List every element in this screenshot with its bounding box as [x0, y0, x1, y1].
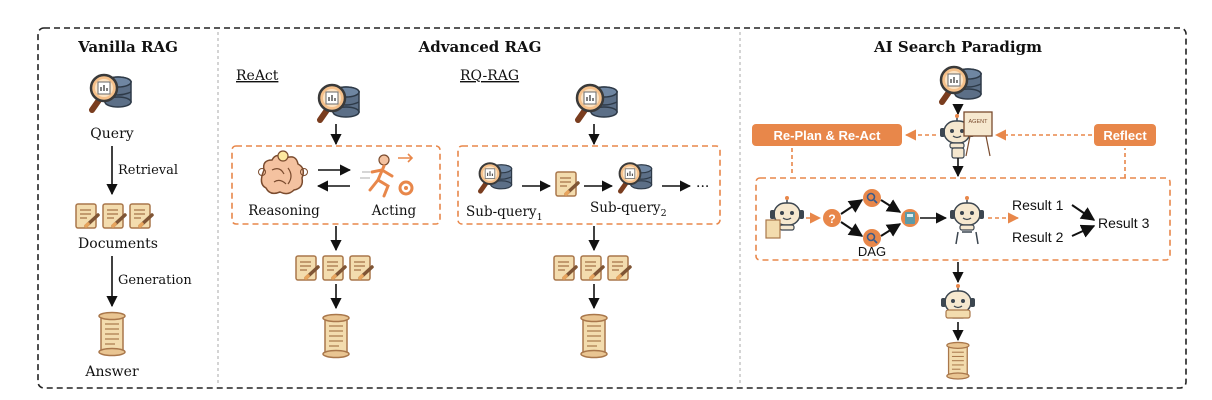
search-database-icon	[480, 163, 512, 191]
ai-search-panel: AI Search Paradigm AGENT Re-Plan & Re-Ac…	[752, 38, 1171, 380]
agent-board	[963, 111, 993, 137]
document-pencil-icon	[321, 254, 347, 282]
search-database-icon	[577, 85, 617, 120]
document-pencil-icon	[101, 202, 127, 230]
replan-pill	[752, 124, 902, 146]
result-2-arrow	[1071, 224, 1096, 238]
query-label: Query	[90, 126, 133, 142]
scroll-icon	[322, 313, 350, 359]
subquery-ellipsis: ···	[696, 179, 709, 195]
search-icon	[863, 229, 881, 247]
robot-icon	[949, 195, 985, 231]
result-1-label: Result 1	[1012, 197, 1064, 213]
documents-label: Documents	[78, 236, 158, 252]
agent-board-text: AGENT	[969, 119, 989, 125]
search-database-icon	[91, 75, 131, 110]
reflect-label: Reflect	[1103, 128, 1147, 143]
rqrag-loop-box	[457, 145, 721, 225]
generation-label: Generation	[118, 273, 192, 288]
dag-edge-1	[840, 199, 864, 215]
react-title: ReAct	[236, 68, 279, 84]
scroll-icon	[580, 313, 608, 359]
acting-label: Acting	[371, 203, 417, 219]
workflow-box	[755, 177, 1171, 261]
subquery-1-label: Sub-query1	[466, 204, 543, 223]
advanced-rag-panel: Advanced RAG ReAct Reasoning Acting	[231, 38, 721, 359]
search-database-icon	[620, 163, 652, 191]
dag-edge-4	[880, 223, 902, 237]
replan-label: Re-Plan & Re-Act	[774, 128, 882, 143]
result-2-label: Result 2	[1012, 229, 1064, 245]
vanilla-rag-title: Vanilla RAG	[77, 38, 178, 56]
document-pencil-icon	[348, 254, 374, 282]
outer-frame	[37, 27, 1187, 389]
dag-label: DAG	[858, 244, 886, 259]
advanced-rag-title: Advanced RAG	[418, 38, 542, 56]
document-pencil-icon	[552, 254, 578, 282]
document-pencil-icon	[74, 202, 100, 230]
document-pencil-icon	[606, 254, 632, 282]
dag-edge-3	[880, 199, 902, 213]
answer-label: Answer	[84, 364, 139, 380]
result-1-arrow	[1071, 204, 1096, 221]
document-pencil-icon	[554, 170, 580, 198]
vanilla-rag-panel: Vanilla RAG Query Retrieval Documents Ge…	[74, 38, 192, 380]
brain-lightbulb-icon	[258, 150, 308, 195]
document-pencil-icon	[579, 254, 605, 282]
reflect-pill	[1094, 124, 1156, 146]
document-pencil-icon	[128, 202, 154, 230]
react-loop-box	[231, 145, 441, 225]
scroll-icon	[946, 341, 970, 380]
ai-search-title: AI Search Paradigm	[873, 38, 1042, 56]
result-3-label: Result 3	[1098, 215, 1150, 231]
question-icon: ?	[823, 209, 841, 227]
document-pencil-icon	[294, 254, 320, 282]
search-icon	[863, 189, 881, 207]
search-database-icon	[319, 85, 359, 120]
reasoning-label: Reasoning	[248, 203, 320, 219]
scroll-icon	[98, 311, 126, 357]
retrieval-label: Retrieval	[118, 163, 178, 178]
subquery-2-label: Sub-query2	[590, 200, 667, 219]
rqrag-title: RQ-RAG	[460, 68, 519, 84]
running-person-gear-icon	[360, 153, 414, 198]
calculator-icon	[901, 209, 919, 227]
svg-text:?: ?	[828, 212, 835, 226]
search-database-icon	[941, 67, 981, 102]
dag-edge-2	[840, 221, 864, 237]
